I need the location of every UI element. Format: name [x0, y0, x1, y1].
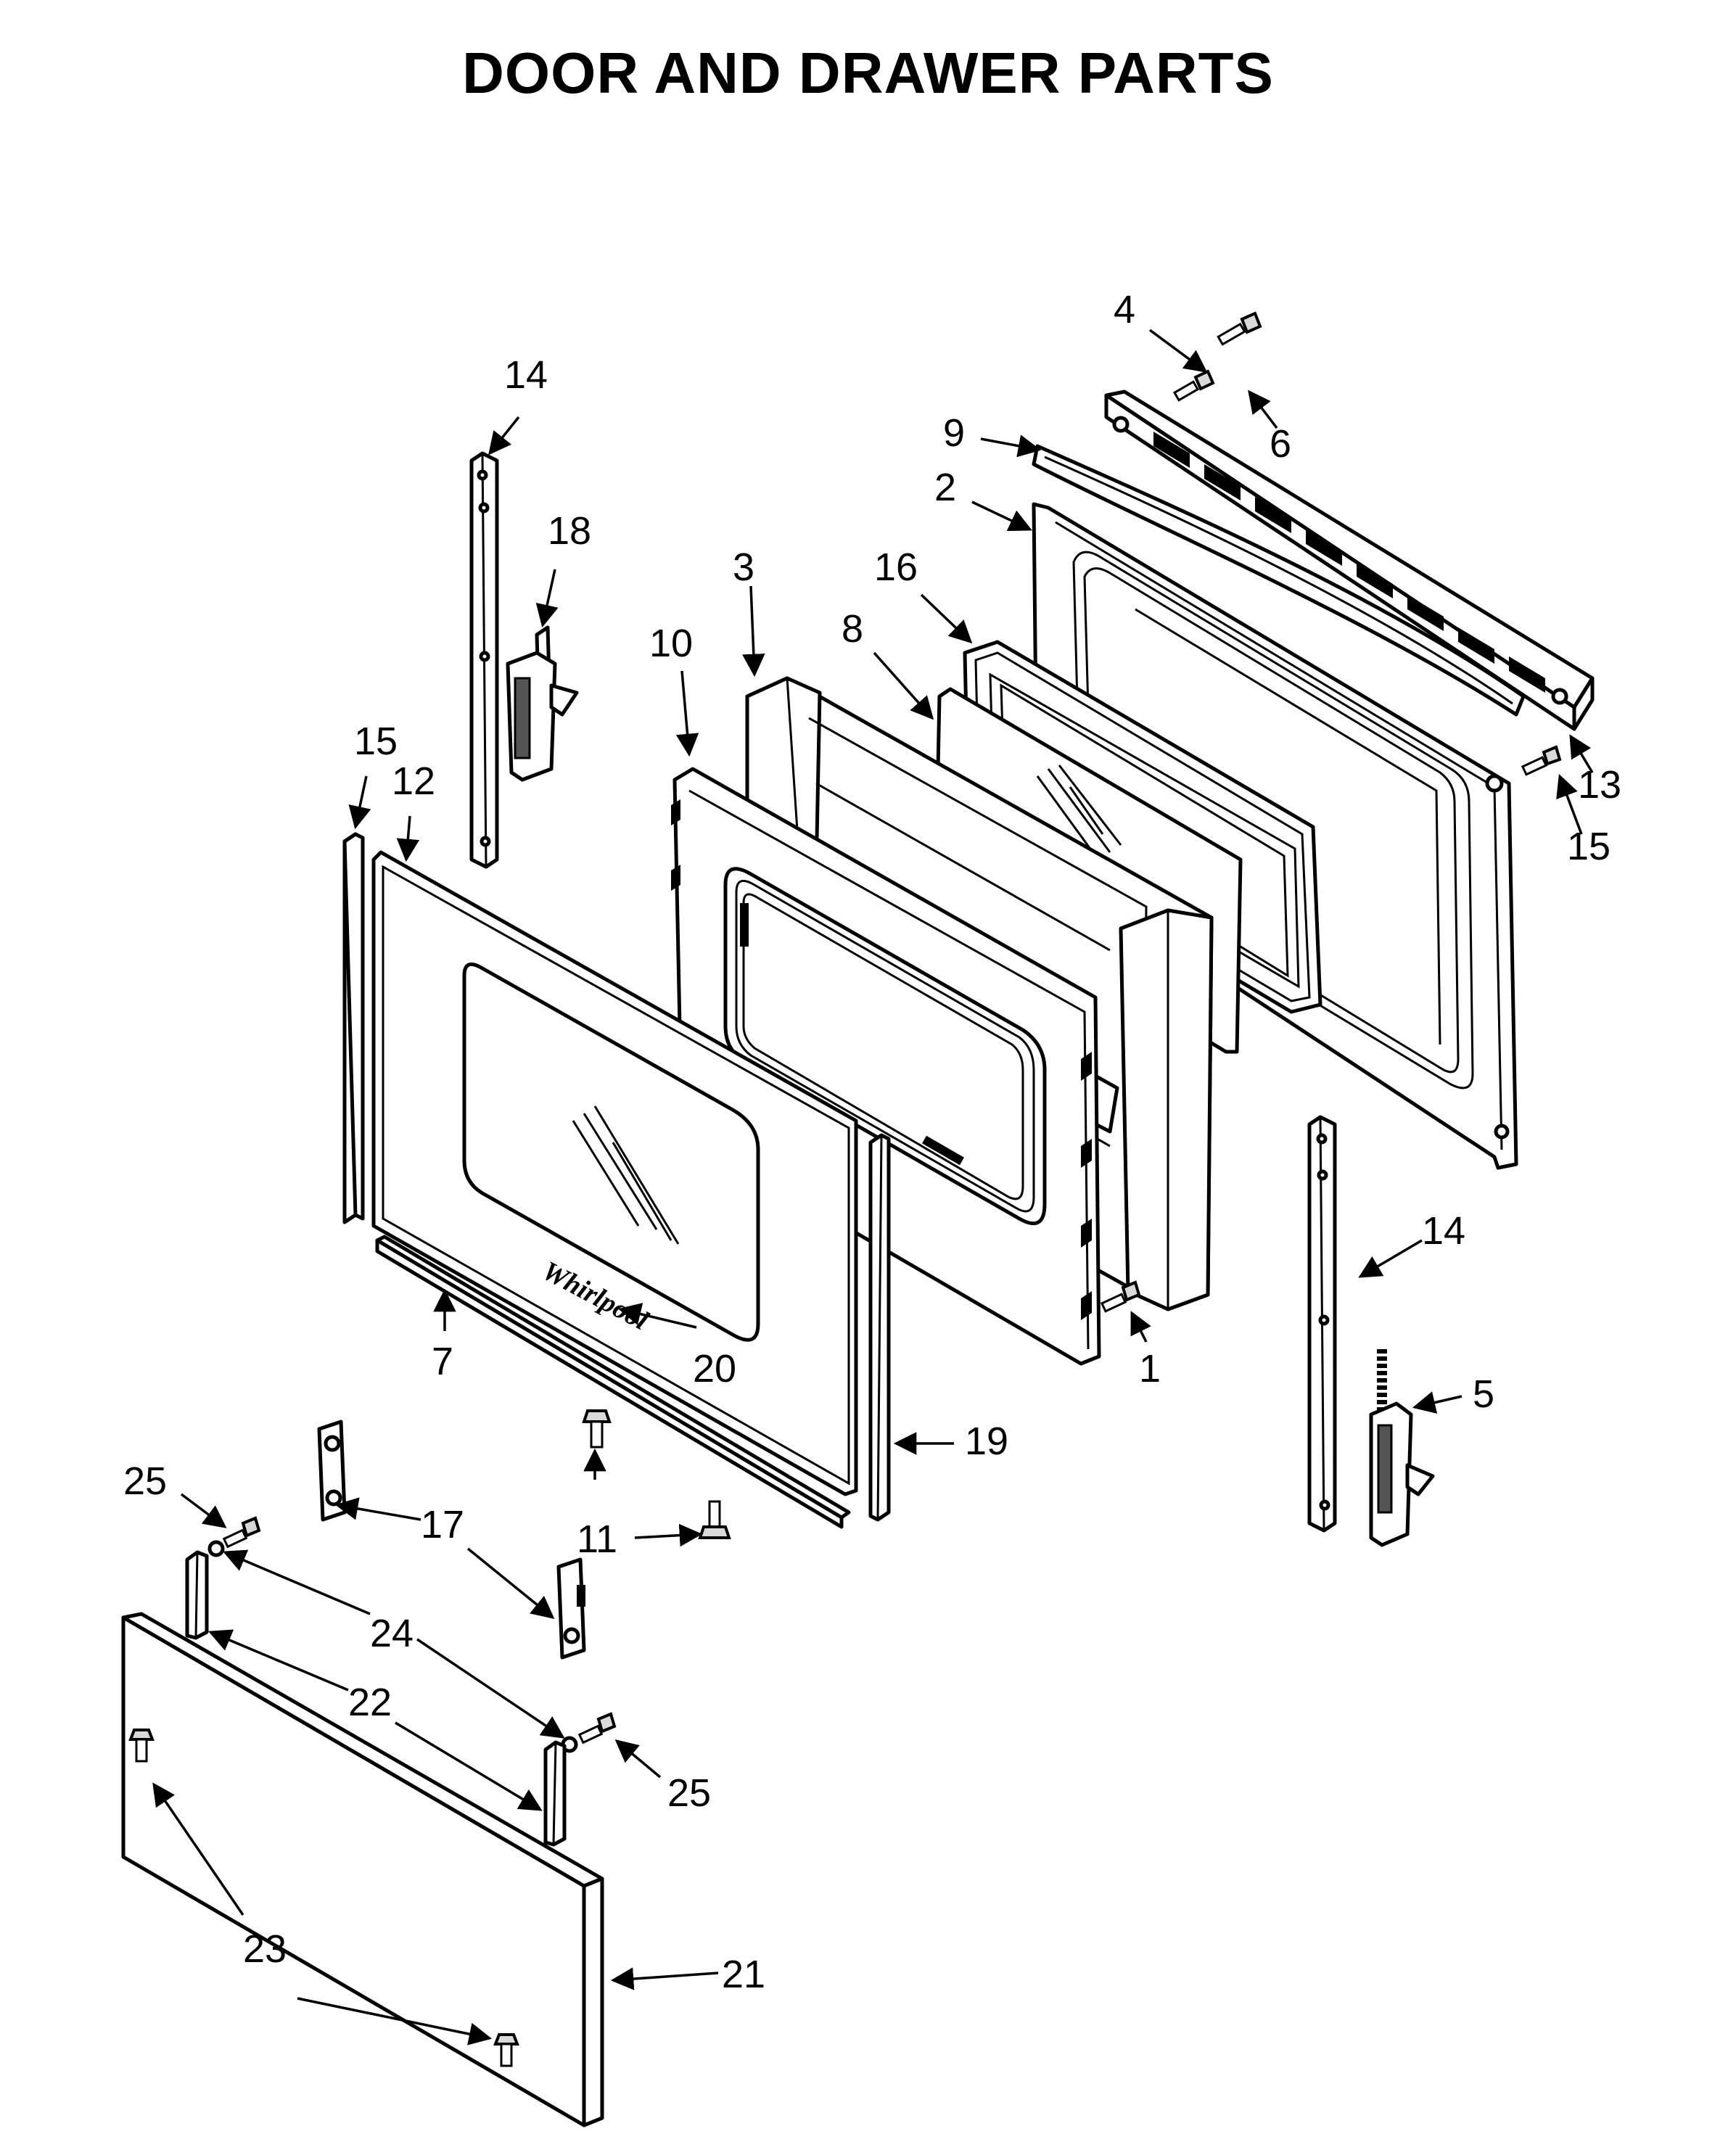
- callout-16: 16: [874, 545, 918, 589]
- callout-8: 8: [842, 607, 863, 651]
- callout-12: 12: [392, 759, 435, 803]
- callout-5: 5: [1473, 1372, 1494, 1416]
- callout-11: 11: [577, 1517, 617, 1561]
- part-9-vent-baffle: [1032, 444, 1526, 717]
- callout-19: 19: [965, 1420, 1008, 1463]
- callout-15-right: 15: [1567, 825, 1610, 868]
- part-14-left-hinge-receiver: [469, 451, 499, 869]
- callout-labels: 1 2 3 4 5 6 7 8 9 10 11 12 13 14 14 15 1…: [123, 288, 1621, 1996]
- part-25-screw-right: [577, 1712, 617, 1744]
- part-1-screw: [1100, 1280, 1141, 1313]
- callout-25-right: 25: [667, 1771, 711, 1815]
- callout-3: 3: [733, 545, 754, 589]
- part-11-screw-lower: [698, 1500, 731, 1539]
- part-18-door-hinge: [506, 625, 579, 782]
- callout-20: 20: [693, 1347, 736, 1391]
- callout-17: 17: [421, 1503, 464, 1546]
- callout-14-right: 14: [1422, 1209, 1465, 1253]
- part-22-drawer-slide-right: [543, 1740, 567, 1847]
- callout-6: 6: [1270, 422, 1291, 466]
- callout-1: 1: [1139, 1347, 1161, 1391]
- callout-21: 21: [722, 1953, 765, 1996]
- part-15-right-screw: [1521, 745, 1562, 776]
- part-21-drawer-front: [121, 1612, 604, 2127]
- callout-9: 9: [943, 411, 965, 455]
- callout-23: 23: [243, 1927, 287, 1971]
- part-17-drawer-bracket-right: [556, 1557, 586, 1660]
- callout-7: 7: [432, 1340, 453, 1383]
- leader-lines: [152, 329, 1594, 2046]
- part-15-left-side-trim: [342, 832, 365, 1224]
- callout-14-left: 14: [504, 353, 548, 397]
- part-23-screw-right: [493, 2033, 519, 2067]
- part-14-right-hinge-receiver: [1307, 1115, 1337, 1533]
- part-4-screw: [1172, 369, 1215, 402]
- part-24-washer-left: [207, 1540, 225, 1557]
- callout-24: 24: [370, 1612, 414, 1655]
- part-19-right-side-trim: [868, 1133, 891, 1522]
- callout-2: 2: [934, 466, 956, 509]
- part-23-screw-left: [128, 1729, 155, 1763]
- callout-4: 4: [1114, 288, 1135, 331]
- callout-10: 10: [649, 622, 693, 665]
- part-25-screw-left: [222, 1516, 261, 1549]
- callout-13: 13: [1578, 763, 1621, 807]
- page-title: DOOR AND DRAWER PARTS: [462, 41, 1274, 105]
- callout-25-left: 25: [123, 1459, 167, 1503]
- callout-18: 18: [548, 509, 591, 553]
- part-5-right-door-hinge: [1369, 1349, 1435, 1547]
- part-11-screw-upper: [582, 1409, 612, 1449]
- callout-15-left: 15: [354, 720, 398, 763]
- part-17-drawer-bracket-left: [317, 1420, 347, 1522]
- part-13-vent-trim: [1104, 390, 1595, 731]
- part-22-drawer-slide-left: [185, 1550, 209, 1640]
- callout-22: 22: [348, 1681, 392, 1724]
- part-7-bottom-trim: [375, 1235, 851, 1529]
- part-6-screw: [1217, 311, 1262, 346]
